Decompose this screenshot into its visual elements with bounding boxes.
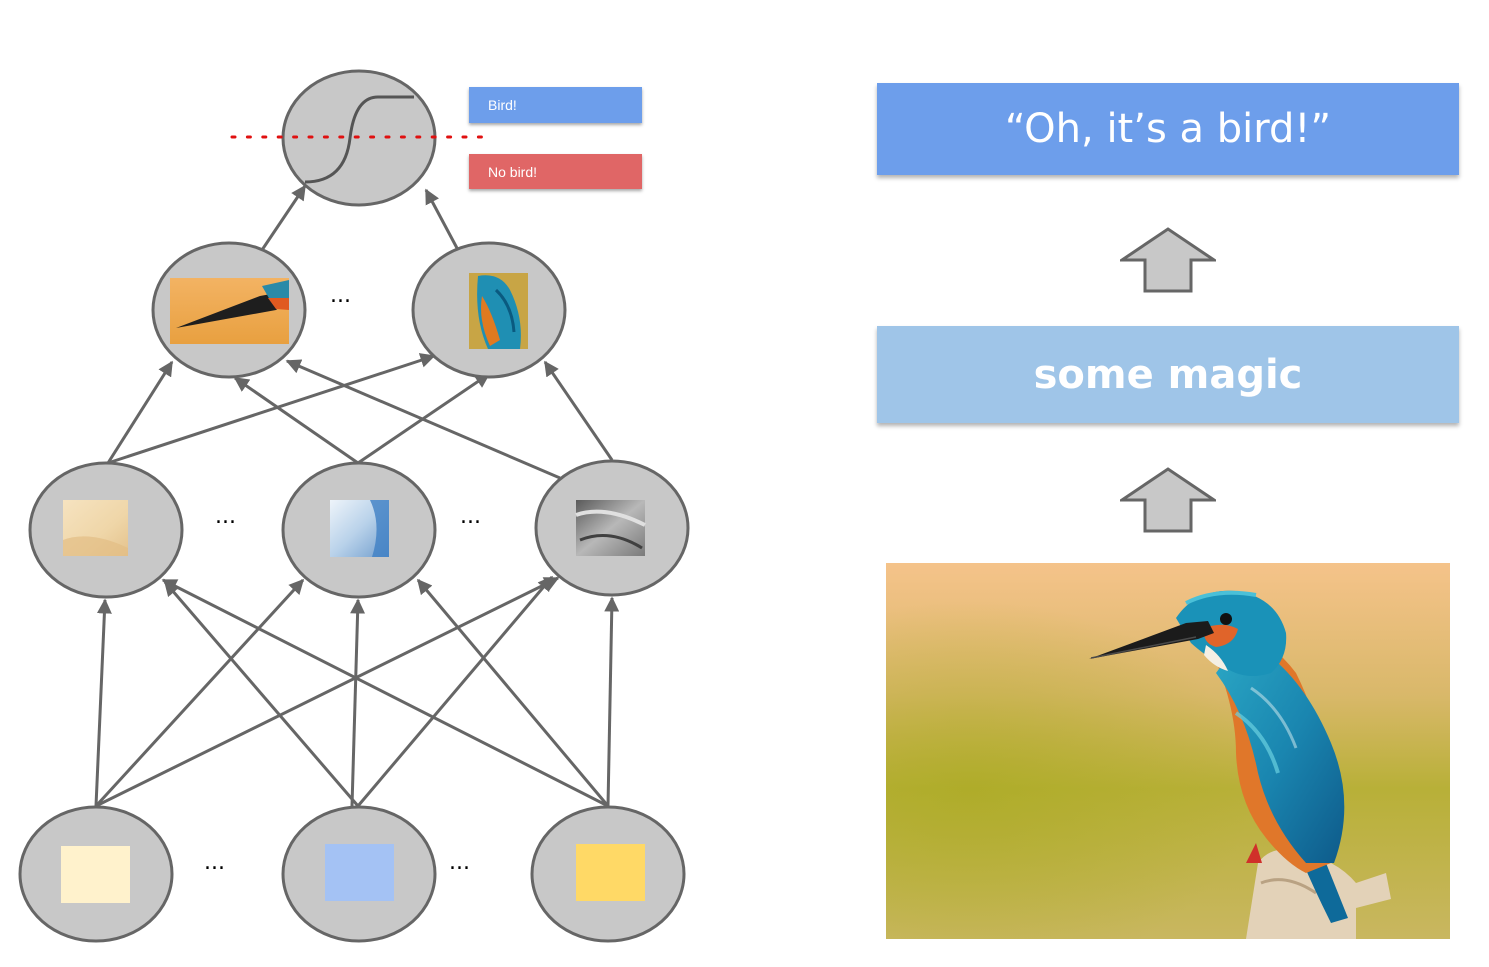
ellipsis-hidden1-a: ... xyxy=(215,504,236,529)
ellipsis-input-a: ... xyxy=(204,850,225,875)
bird-beak-patch xyxy=(170,278,289,344)
up-arrow-icon xyxy=(1120,467,1216,533)
hidden1-node-1 xyxy=(28,461,184,599)
ellipsis-input-b: ... xyxy=(449,850,470,875)
sigmoid-curve-icon xyxy=(304,95,414,184)
magic-banner: some magic xyxy=(877,326,1459,423)
hidden1-node-2 xyxy=(281,461,437,599)
ellipsis-hidden1-b: ... xyxy=(460,504,481,529)
input-node-2-swatch xyxy=(325,844,394,901)
hidden2-node-2 xyxy=(411,241,567,379)
input-node-1-swatch xyxy=(61,846,130,903)
input-node-3-swatch xyxy=(576,844,645,901)
input-node-2 xyxy=(281,805,437,943)
edges-hidden1-to-hidden2 xyxy=(106,353,614,480)
neural-network-diagram: ... ... ... ... ... xyxy=(18,69,690,943)
feather-gray-patch xyxy=(575,500,646,556)
bird-body-patch xyxy=(469,273,528,349)
bird-output-label: Bird! xyxy=(469,87,642,123)
hidden2-node-1 xyxy=(151,241,307,379)
edges-input-to-hidden1 xyxy=(94,575,620,808)
result-banner: “Oh, it’s a bird!” xyxy=(877,83,1459,175)
input-node-1 xyxy=(18,805,174,943)
input-node-3 xyxy=(530,805,686,943)
ellipsis-hidden2: ... xyxy=(330,283,351,308)
up-arrow-icon xyxy=(1120,227,1216,293)
feather-blue-patch xyxy=(330,500,389,557)
kingfisher-photo xyxy=(886,563,1450,939)
hidden1-node-3 xyxy=(534,459,690,597)
sand-texture-patch xyxy=(63,500,128,556)
no-bird-output-label: No bird! xyxy=(469,154,642,189)
edges-hidden2-to-output xyxy=(260,184,460,251)
